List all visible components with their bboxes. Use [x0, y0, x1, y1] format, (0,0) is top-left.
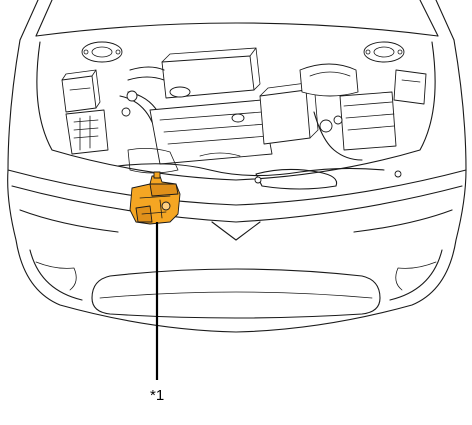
- right-strut-tower: [363, 41, 405, 63]
- engine-block: [127, 99, 273, 174]
- right-battery: [393, 69, 427, 105]
- air-cleaner: [259, 81, 319, 145]
- left-strut-tower: [81, 41, 123, 63]
- right-upper-assembly: [299, 63, 397, 161]
- left-fuse-block: [65, 109, 109, 155]
- radiator-support: [117, 152, 402, 190]
- vehicle-body-outline: [7, 0, 467, 333]
- highlighted-component-icon: [129, 171, 181, 225]
- callout-label: *1: [150, 387, 164, 404]
- engine-cover: [161, 47, 261, 99]
- left-relay-box: [61, 69, 101, 113]
- engine-bay-components: [61, 41, 427, 190]
